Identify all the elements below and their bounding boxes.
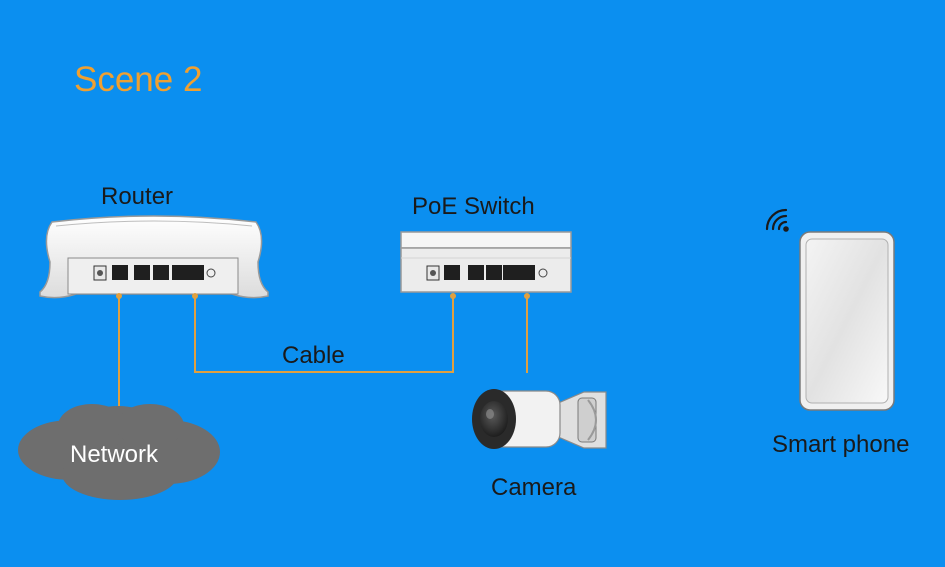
wifi-icon xyxy=(765,208,789,232)
router-label: Router xyxy=(101,183,174,210)
poe-switch-label: PoE Switch xyxy=(412,193,535,220)
connector-router-switch xyxy=(194,296,454,373)
cable-label: Cable xyxy=(282,342,345,369)
smart-phone-label: Smart phone xyxy=(772,431,910,458)
scene-title: Scene 2 xyxy=(74,60,203,99)
camera-icon xyxy=(472,389,607,449)
cloud-icon xyxy=(18,404,220,500)
smartphone-icon xyxy=(799,231,895,411)
switch-icon xyxy=(400,231,572,299)
network-label: Network xyxy=(70,441,159,468)
camera-label: Camera xyxy=(491,474,577,501)
router-icon xyxy=(39,215,269,299)
connectors xyxy=(118,296,528,412)
